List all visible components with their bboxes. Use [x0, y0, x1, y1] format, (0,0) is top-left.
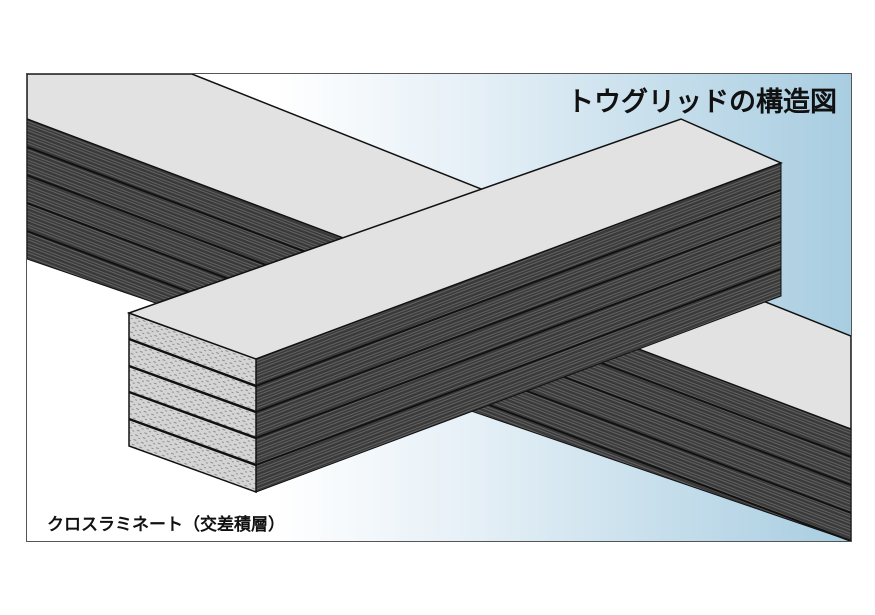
- diagram-title: トウグリッドの構造図: [567, 87, 837, 118]
- cross-lamination-caption: クロスラミネート（交差積層）: [47, 515, 285, 535]
- upper-beam: [126, 118, 783, 494]
- toegrid-structure-illustration: [27, 74, 851, 541]
- upper-beam-top: [126, 118, 783, 360]
- diagram-frame: トウグリッドの構造図 クロスラミネート（交差積層）: [26, 73, 852, 542]
